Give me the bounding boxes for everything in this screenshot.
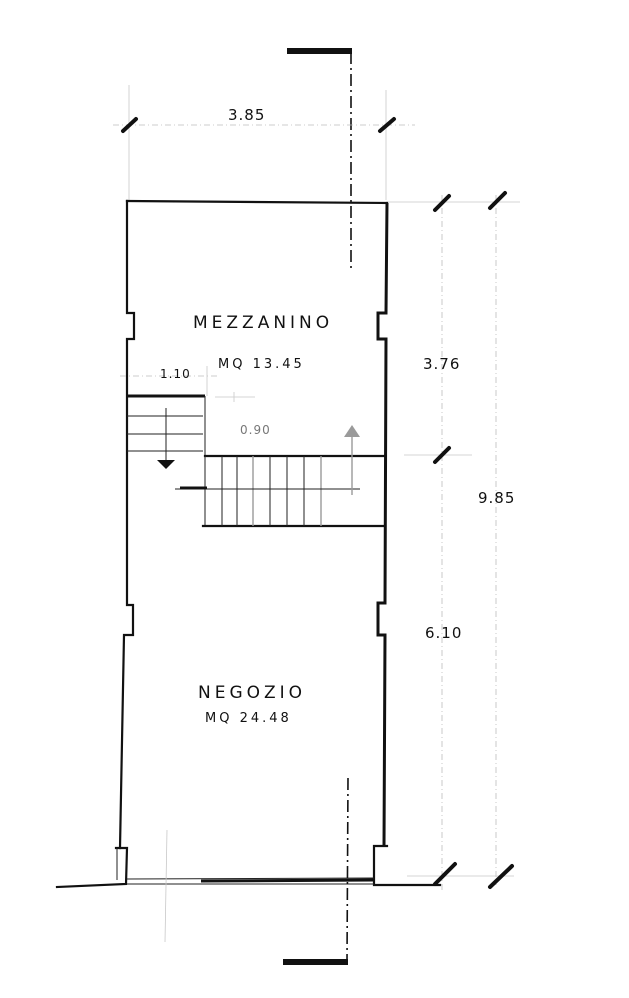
dimension-label-mezzanine-depth: 3.76 [423, 355, 461, 373]
room-area-mezzanino: MQ 13.45 [218, 357, 305, 372]
dimension-label-shop-depth: 6.10 [425, 624, 463, 642]
dimension-label-stair-width: 1.10 [160, 367, 191, 381]
dimension-label-landing: 0.90 [240, 423, 271, 437]
dimension-width-top [113, 85, 415, 200]
staircase [120, 366, 387, 528]
arrow-down-icon [157, 460, 175, 469]
room-name-negozio: NEGOZIO [198, 683, 307, 703]
room-name-mezzanino: MEZZANINO [193, 313, 334, 333]
building-walls [55, 199, 442, 889]
dimension-label-width: 3.85 [228, 106, 266, 124]
room-area-negozio: MQ 24.48 [205, 711, 292, 726]
dimension-chain-right [386, 191, 520, 890]
dimension-label-total-depth: 9.85 [478, 489, 516, 507]
arrow-up-icon [344, 425, 360, 495]
section-axis-bottom [346, 777, 349, 963]
